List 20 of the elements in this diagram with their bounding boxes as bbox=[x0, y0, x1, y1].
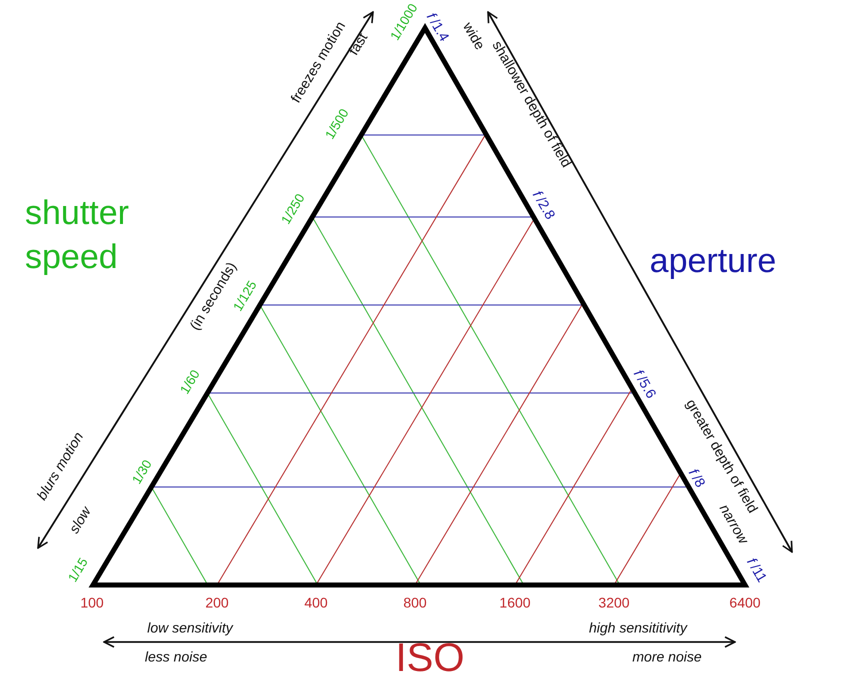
scale-label: 6400 bbox=[729, 596, 761, 610]
scale-label: 400 bbox=[304, 596, 328, 610]
axis-title: ISO bbox=[396, 637, 464, 679]
scale-label: f/2.8 bbox=[530, 188, 558, 222]
axis-note: more noise bbox=[632, 650, 702, 664]
axis-note: low sensitivity bbox=[147, 620, 233, 636]
axis-title: aperture bbox=[650, 244, 776, 280]
axis-note: less noise bbox=[144, 650, 208, 664]
axis-note: fast bbox=[346, 30, 370, 58]
axis-note: high sensititivity bbox=[588, 620, 688, 636]
scale-label: 200 bbox=[205, 596, 229, 610]
scale-label: 3200 bbox=[598, 596, 630, 610]
scale-label: f/11 bbox=[744, 555, 770, 585]
scale-label: f/5.6 bbox=[631, 367, 659, 401]
scale-label: f/8 bbox=[686, 466, 708, 490]
scale-label: f/1.4 bbox=[424, 10, 452, 44]
scale-label: 800 bbox=[403, 596, 427, 610]
scale-label: 100 bbox=[80, 596, 104, 610]
axis-title: shutter speed bbox=[25, 192, 130, 278]
scale-label: 1600 bbox=[499, 596, 531, 610]
